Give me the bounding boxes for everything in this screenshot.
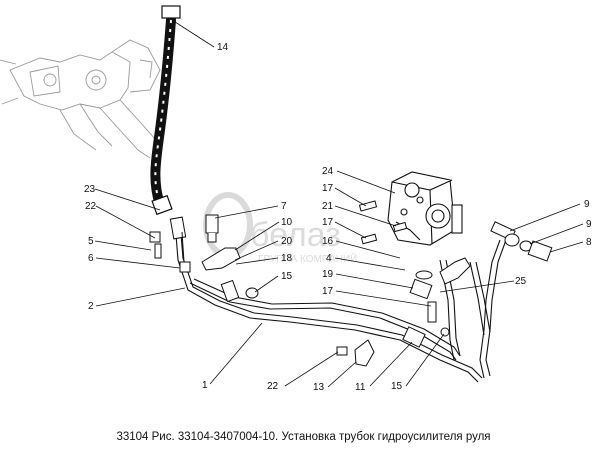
steering-gear-assembly: [0, 39, 161, 159]
callout-17-b: 17: [322, 217, 334, 228]
callout-labels: 14 23 22 5 6 2 7 10 20 18 15 1 22 13 11 …: [84, 42, 592, 393]
callout-16: 16: [322, 236, 334, 247]
callout-15-bottom: 15: [391, 381, 403, 392]
callout-6: 6: [88, 253, 94, 264]
callout-17-a: 17: [322, 183, 334, 194]
pipes-1-2: [174, 221, 507, 383]
callout-22-top: 22: [85, 201, 97, 212]
callout-23: 23: [84, 184, 96, 195]
callout-4: 4: [326, 253, 332, 264]
clamp-13: [336, 339, 375, 367]
right-fittings-8-9: [490, 221, 553, 262]
callout-9-top: 9: [584, 199, 590, 210]
callout-10: 10: [281, 217, 293, 228]
callout-18: 18: [281, 253, 293, 264]
callout-24: 24: [322, 166, 334, 177]
callout-8: 8: [586, 237, 592, 248]
leader-lines: [94, 19, 584, 388]
pump-24: [387, 171, 463, 246]
callout-1: 1: [202, 380, 208, 391]
watermark-group-text: ГРУППА КОМПАНИЙ: [258, 252, 357, 265]
callout-5: 5: [88, 236, 94, 247]
callout-19: 19: [322, 269, 334, 280]
bolts-17-21-16: [358, 200, 408, 245]
callout-25: 25: [515, 276, 527, 287]
hose-14: [150, 5, 181, 216]
callout-21: 21: [322, 201, 334, 212]
callout-9-bottom: 9: [586, 219, 592, 230]
callout-17-c: 17: [322, 286, 334, 297]
callout-13: 13: [313, 382, 325, 393]
figure-caption: 33104 Рис. 33104-3407004-10. Установка т…: [116, 431, 491, 443]
callout-2: 2: [88, 301, 94, 312]
callout-22-bottom: 22: [267, 381, 279, 392]
callout-11: 11: [355, 382, 366, 393]
watermark-logo-text: белаз: [250, 216, 341, 254]
callout-15-left: 15: [281, 271, 293, 282]
callout-14: 14: [217, 42, 229, 53]
callout-20: 20: [281, 236, 293, 247]
fitting-25-area: [402, 257, 471, 348]
callout-7: 7: [281, 201, 287, 212]
